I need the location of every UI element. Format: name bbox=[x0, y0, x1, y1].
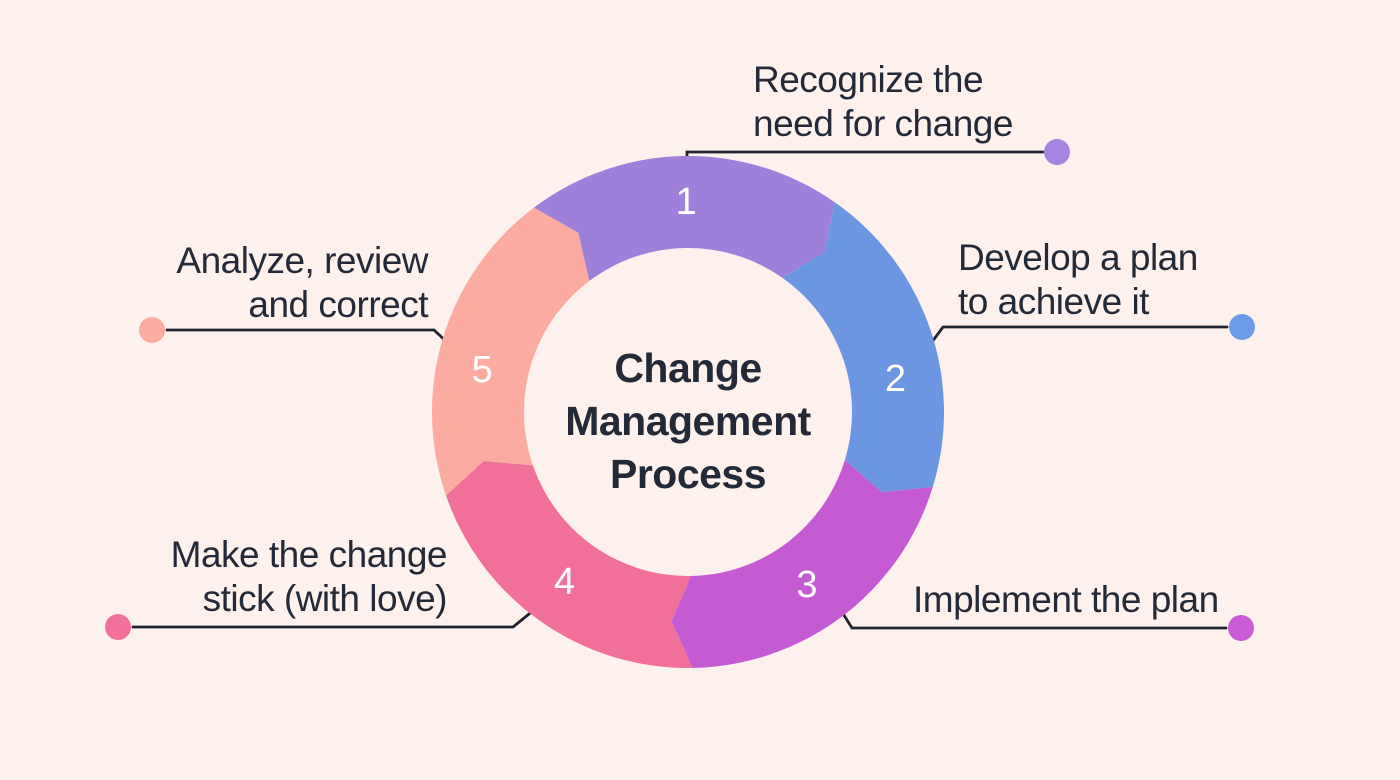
leader-line-step-5 bbox=[165, 328, 451, 346]
segment-number-2: 2 bbox=[885, 358, 906, 400]
callout-line: need for change bbox=[753, 103, 1013, 144]
callout-step-1: Recognize the need for change bbox=[753, 58, 1013, 146]
leader-line-step-2 bbox=[927, 325, 1229, 348]
callout-line: Develop a plan bbox=[958, 237, 1198, 278]
leader-line-step-4 bbox=[131, 608, 536, 629]
callout-step-2: Develop a plan to achieve it bbox=[958, 236, 1198, 324]
donut-segment-step-4 bbox=[445, 461, 693, 668]
leader-line-step-1 bbox=[685, 150, 1045, 164]
connector-dot-step-2 bbox=[1229, 314, 1255, 340]
callout-line: Recognize the bbox=[753, 59, 984, 100]
segment-number-3: 3 bbox=[796, 564, 817, 606]
callout-line: to achieve it bbox=[958, 281, 1149, 322]
segment-number-5: 5 bbox=[472, 349, 493, 391]
callout-step-5: Analyze, review and correct bbox=[176, 239, 428, 327]
callout-line: Implement the plan bbox=[913, 579, 1219, 620]
callout-line: and correct bbox=[248, 284, 428, 325]
connector-dot-step-4 bbox=[105, 614, 131, 640]
title-line-3: Process bbox=[609, 451, 767, 497]
donut-segment-step-3 bbox=[671, 459, 933, 668]
segment-number-4: 4 bbox=[554, 561, 575, 603]
callout-line: Analyze, review bbox=[176, 240, 428, 281]
donut-segment-step-1 bbox=[533, 155, 835, 282]
segment-number-1: 1 bbox=[676, 181, 697, 223]
donut-segment-step-5 bbox=[431, 207, 590, 496]
connector-dot-step-3 bbox=[1228, 615, 1254, 641]
connector-dot-step-1 bbox=[1044, 139, 1070, 165]
callout-step-4: Make the change stick (with love) bbox=[170, 533, 448, 621]
callout-step-3: Implement the plan bbox=[913, 578, 1219, 622]
donut-segment-step-2 bbox=[782, 202, 944, 493]
title-line-1: Change bbox=[614, 345, 762, 391]
callout-line: Make the change bbox=[170, 534, 448, 575]
connector-dot-step-5 bbox=[139, 317, 165, 343]
diagram-title: Change Management Process bbox=[468, 342, 908, 501]
callout-line: stick (with love) bbox=[202, 578, 448, 619]
title-line-2: Management bbox=[565, 398, 811, 444]
